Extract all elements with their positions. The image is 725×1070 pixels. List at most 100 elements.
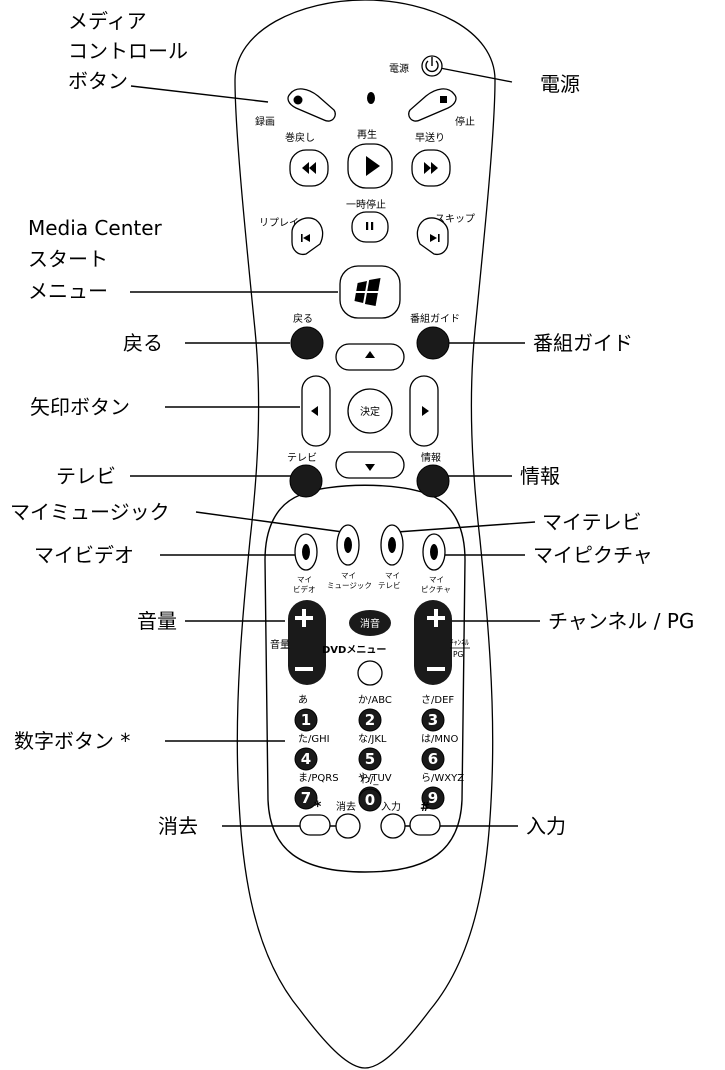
callout-enter: 入力 xyxy=(526,814,566,838)
up-arrow-button[interactable] xyxy=(335,343,405,371)
callout-my-tv: マイテレビ xyxy=(542,510,642,534)
number-button-6[interactable]: 6 xyxy=(421,747,445,771)
dvd-menu-button[interactable] xyxy=(357,660,383,686)
volume-label: 音量 xyxy=(270,638,290,651)
number-digit-6: 6 xyxy=(428,750,438,768)
keypad-label-3: さ/DEF xyxy=(421,694,454,706)
remote-lower-panel xyxy=(264,484,466,873)
stop-button[interactable] xyxy=(408,88,457,122)
keypad-label-2: か/ABC xyxy=(358,694,392,706)
keypad-label-4: た/GHI xyxy=(298,733,330,745)
power-label: 電源 xyxy=(389,62,409,75)
pause-label: 一時停止 xyxy=(346,198,386,211)
pause-button[interactable] xyxy=(351,211,389,243)
my-pictures-label-2: ピクチャ xyxy=(421,585,451,594)
callout-volume: 音量 xyxy=(137,609,177,633)
my-pictures-button[interactable] xyxy=(422,533,446,571)
callout-my-pictures: マイピクチャ xyxy=(533,543,653,567)
stop-label: 停止 xyxy=(455,115,475,128)
left-arrow-button[interactable] xyxy=(301,375,331,447)
down-arrow-button[interactable] xyxy=(335,451,405,479)
number-digit-0: 0 xyxy=(365,791,375,809)
my-pictures-label-1: マイ xyxy=(429,575,444,584)
hash-button[interactable] xyxy=(409,814,441,836)
number-button-2[interactable]: 2 xyxy=(358,708,382,732)
right-arrow-icon xyxy=(422,406,429,416)
up-arrow-icon xyxy=(365,351,375,358)
ok-button[interactable]: 決定 xyxy=(347,388,393,434)
power-button[interactable] xyxy=(421,55,443,77)
record-button[interactable] xyxy=(287,88,336,122)
mute-label: 消音 xyxy=(360,617,380,630)
fast-forward-button[interactable] xyxy=(411,149,451,187)
ok-label: 決定 xyxy=(360,405,380,418)
info-button[interactable] xyxy=(416,464,450,498)
keypad-label-7: ま/PQRS xyxy=(298,772,339,784)
my-video-label-2: ビデオ xyxy=(293,584,316,594)
fast-forward-icon xyxy=(424,162,438,174)
callout-my-video: マイビデオ xyxy=(34,543,134,567)
volume-rocker[interactable] xyxy=(288,600,326,685)
callout-channel: チャンネル / PG xyxy=(548,609,694,633)
left-arrow-icon xyxy=(311,406,318,416)
rewind-button[interactable] xyxy=(289,149,329,187)
guide-button[interactable] xyxy=(416,326,450,360)
my-video-label-1: マイ xyxy=(297,575,312,584)
callout-my-music: マイミュージック xyxy=(10,500,170,524)
callout-tv: テレビ xyxy=(56,464,116,488)
start-button[interactable] xyxy=(339,265,401,319)
play-button[interactable] xyxy=(347,143,393,189)
number-button-0[interactable]: 0 xyxy=(358,788,382,812)
callout-media-center-3: メニュー xyxy=(28,279,108,303)
number-digit-4: 4 xyxy=(301,750,311,768)
clear-button[interactable] xyxy=(335,813,361,839)
star-button[interactable] xyxy=(299,814,331,836)
number-button-1[interactable]: 1 xyxy=(294,708,318,732)
callout-clear: 消去 xyxy=(158,814,198,838)
dvd-menu-label: DVDメニュー xyxy=(322,644,386,656)
number-button-7[interactable]: 7 xyxy=(294,786,318,810)
info-label: 情報 xyxy=(421,451,441,464)
my-music-label-2: ミュージック xyxy=(327,581,372,590)
record-label: 録画 xyxy=(255,115,275,128)
fast-forward-label: 早送り xyxy=(415,131,445,144)
callout-info: 情報 xyxy=(520,464,560,488)
replay-label: リプレイ xyxy=(259,217,299,229)
keypad-label-1: あ xyxy=(298,694,308,706)
number-button-9[interactable]: 9 xyxy=(421,786,445,810)
ir-indicator xyxy=(367,92,375,104)
callout-media-control-3: ボタン xyxy=(68,69,128,93)
number-digit-5: 5 xyxy=(365,750,375,768)
number-digit-7: 7 xyxy=(301,789,311,807)
play-icon xyxy=(366,156,380,176)
callout-back: 戻る xyxy=(123,331,163,355)
guide-label: 番組ガイド xyxy=(410,312,460,325)
my-music-button[interactable] xyxy=(336,524,360,566)
number-digit-3: 3 xyxy=(428,711,438,729)
replay-button[interactable] xyxy=(291,217,324,256)
number-digit-9: 9 xyxy=(428,789,438,807)
callout-number-buttons: 数字ボタン * xyxy=(14,729,130,753)
callout-guide: 番組ガイド xyxy=(533,331,633,355)
right-arrow-button[interactable] xyxy=(409,375,439,447)
mute-button[interactable]: 消音 xyxy=(349,610,391,636)
enter-button[interactable] xyxy=(380,813,406,839)
my-video-button[interactable] xyxy=(294,533,318,571)
keypad-label-0: わ/_ xyxy=(360,774,379,786)
channel-rocker[interactable] xyxy=(414,600,452,685)
my-tv-button[interactable] xyxy=(380,524,404,566)
channel-label-1: ﾁｬﾝﾈﾙ xyxy=(450,638,469,647)
clear-label: 消去 xyxy=(336,800,356,813)
number-button-4[interactable]: 4 xyxy=(294,747,318,771)
back-label: 戻る xyxy=(293,312,313,325)
skip-button[interactable] xyxy=(416,217,449,256)
number-digit-1: 1 xyxy=(301,711,311,729)
star-label: * xyxy=(314,799,322,815)
down-arrow-icon xyxy=(365,464,375,471)
number-button-3[interactable]: 3 xyxy=(421,708,445,732)
back-button[interactable] xyxy=(290,326,324,360)
tv-button[interactable] xyxy=(289,464,323,498)
stop-icon xyxy=(440,96,447,103)
number-button-5[interactable]: 5 xyxy=(358,747,382,771)
rewind-label: 巻戻し xyxy=(285,131,315,144)
